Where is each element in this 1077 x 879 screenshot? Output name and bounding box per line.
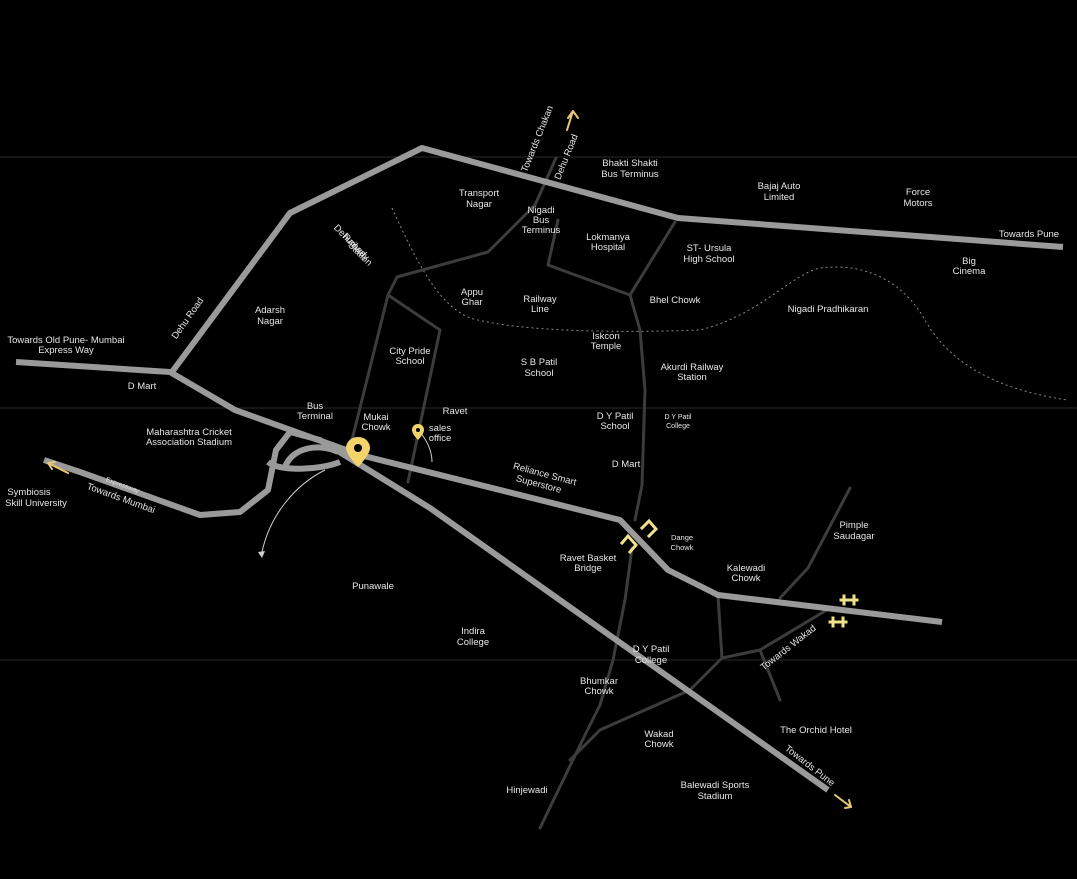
map-label-line: Bus Terminus xyxy=(601,169,659,180)
label-bhel-chowk: Bhel Chowk xyxy=(650,295,701,306)
label-transport-nagar: Transport xyxy=(459,188,500,199)
label-dy-patil-college: D Y Patil xyxy=(633,644,670,655)
map-label-line: Chowk xyxy=(361,422,390,433)
label-hinjewadi: Hinjewadi xyxy=(506,785,547,796)
map-label-line: Stadium xyxy=(698,791,733,802)
label-lokmanya: Lokmanya xyxy=(586,232,631,243)
map-label-line: Motors xyxy=(903,198,932,209)
map-label-line: Temple xyxy=(591,341,622,352)
arrow-left-icon xyxy=(47,461,69,474)
bridge-icon xyxy=(828,616,848,628)
label-dy-patil-college-small: D Y Patil xyxy=(665,414,692,421)
road-expressway xyxy=(43,429,830,793)
road-dehu-nigadi-pune xyxy=(169,145,1064,374)
label-sb-patil: S B Patil xyxy=(521,357,557,368)
label-dmart-right: D Mart xyxy=(612,459,641,470)
arrow-down-right-icon xyxy=(834,794,852,809)
map-label-line: Line xyxy=(531,304,549,315)
map-label-line: office xyxy=(429,433,452,444)
map-label-line: Chowk xyxy=(584,686,613,697)
label-towards-pune-top: Towards Pune xyxy=(999,229,1059,240)
background-guides xyxy=(0,156,1077,661)
map-label-line: Hospital xyxy=(591,242,625,253)
label-wakad-chowk: Wakad xyxy=(644,729,673,740)
road-interchange-loop xyxy=(282,444,340,469)
road-interchange-ramp xyxy=(266,459,342,472)
map-label-line: Chowk xyxy=(731,573,760,584)
map-label-line: Cinema xyxy=(953,266,986,277)
map-label-line: Nagar xyxy=(466,199,492,210)
label-indira-college: Indira xyxy=(461,626,485,637)
map-label-line: Chowk xyxy=(671,543,694,552)
bridge-icon xyxy=(619,533,638,555)
label-st-ursula: ST- Ursula xyxy=(687,243,733,254)
map-label-line: Terminus xyxy=(522,225,561,236)
location-pin-icon[interactable] xyxy=(346,437,370,467)
label-railway-line: Railway xyxy=(523,294,557,305)
map-label-line: College xyxy=(635,655,667,666)
map-label-line: Saudagar xyxy=(833,531,874,542)
map-label-line: Express Way xyxy=(38,345,94,356)
direction-arrows xyxy=(47,110,852,809)
sales-office-pin-icon[interactable] xyxy=(412,424,424,440)
map-label-line: School xyxy=(600,421,629,432)
road-old-pune-mumbai xyxy=(15,359,943,625)
label-dy-patil-school: D Y Patil xyxy=(597,411,634,422)
railway-line xyxy=(391,207,1068,401)
label-nigadi-bus: Nigadi xyxy=(528,205,555,216)
label-old-pune: Towards Old Pune- Mumbai xyxy=(7,335,124,346)
map-label-line: Limited xyxy=(764,192,795,203)
label-dmart-left: D Mart xyxy=(128,381,157,392)
map-label-line: Station xyxy=(677,372,707,383)
label-bus-terminal: Bus xyxy=(307,401,324,412)
map-label-line: Ghar xyxy=(461,297,482,308)
map-label-line: College xyxy=(457,637,489,648)
map-label-line: College xyxy=(666,423,690,430)
label-akurdi: Akurdi Railway xyxy=(661,362,724,373)
label-bajaj: Bajaj Auto xyxy=(758,181,801,192)
label-adarsh-nagar: Adarsh xyxy=(255,305,285,316)
label-appu-ghar: Appu xyxy=(461,287,483,298)
map-label-line: Skill University xyxy=(5,498,67,509)
bridge-icon xyxy=(839,594,859,606)
label-bhakti-shakti: Bhakti Shakti xyxy=(602,158,657,169)
map-label-line: School xyxy=(524,368,553,379)
map-label-line: High School xyxy=(683,254,734,265)
map-label-line: Association Stadium xyxy=(146,437,232,448)
label-mukai-chowk: Mukai xyxy=(363,412,388,423)
map-label-line: Terminal xyxy=(297,411,333,422)
label-kalewadi-chowk: Kalewadi xyxy=(727,563,766,574)
label-dange-chowk: Dange xyxy=(671,533,693,542)
label-balewadi: Balewadi Sports xyxy=(681,780,750,791)
pointer-curve xyxy=(261,469,326,553)
label-nigadi-pradhikaran: Nigadi Pradhikaran xyxy=(788,304,869,315)
map-label-line: School xyxy=(395,356,424,367)
map-label-line: Nagar xyxy=(257,316,283,327)
map-label-line: Chowk xyxy=(644,739,673,750)
arrow-up-icon xyxy=(566,110,579,131)
label-ravet: Ravet xyxy=(443,406,468,417)
label-pimple-saudagar: Pimple xyxy=(839,520,868,531)
bridge-icon xyxy=(639,518,659,539)
major-roads xyxy=(15,145,1064,793)
label-iskcon: Iskcon xyxy=(592,331,619,342)
label-mca: Maharashtra Cricket xyxy=(146,427,232,438)
bridge-markers xyxy=(619,518,859,628)
label-force-motors: Force xyxy=(906,187,930,198)
pointer-tip-icon xyxy=(258,551,265,558)
label-big-cinema: Big xyxy=(962,256,976,267)
label-orchid: The Orchid Hotel xyxy=(780,725,852,736)
map-label-line: Bus xyxy=(533,215,550,226)
label-city-pride: City Pride xyxy=(389,346,430,357)
minor-roads xyxy=(350,156,852,830)
label-sales-office: sales xyxy=(429,423,451,434)
label-punawale: Punawale xyxy=(352,581,394,592)
map-label-line: Bridge xyxy=(574,563,601,574)
label-bhumkar-chowk: Bhumkar xyxy=(580,676,618,687)
label-ravet-bridge: Ravet Basket xyxy=(560,553,617,564)
label-symbiosis: Symbiosis xyxy=(7,487,51,498)
